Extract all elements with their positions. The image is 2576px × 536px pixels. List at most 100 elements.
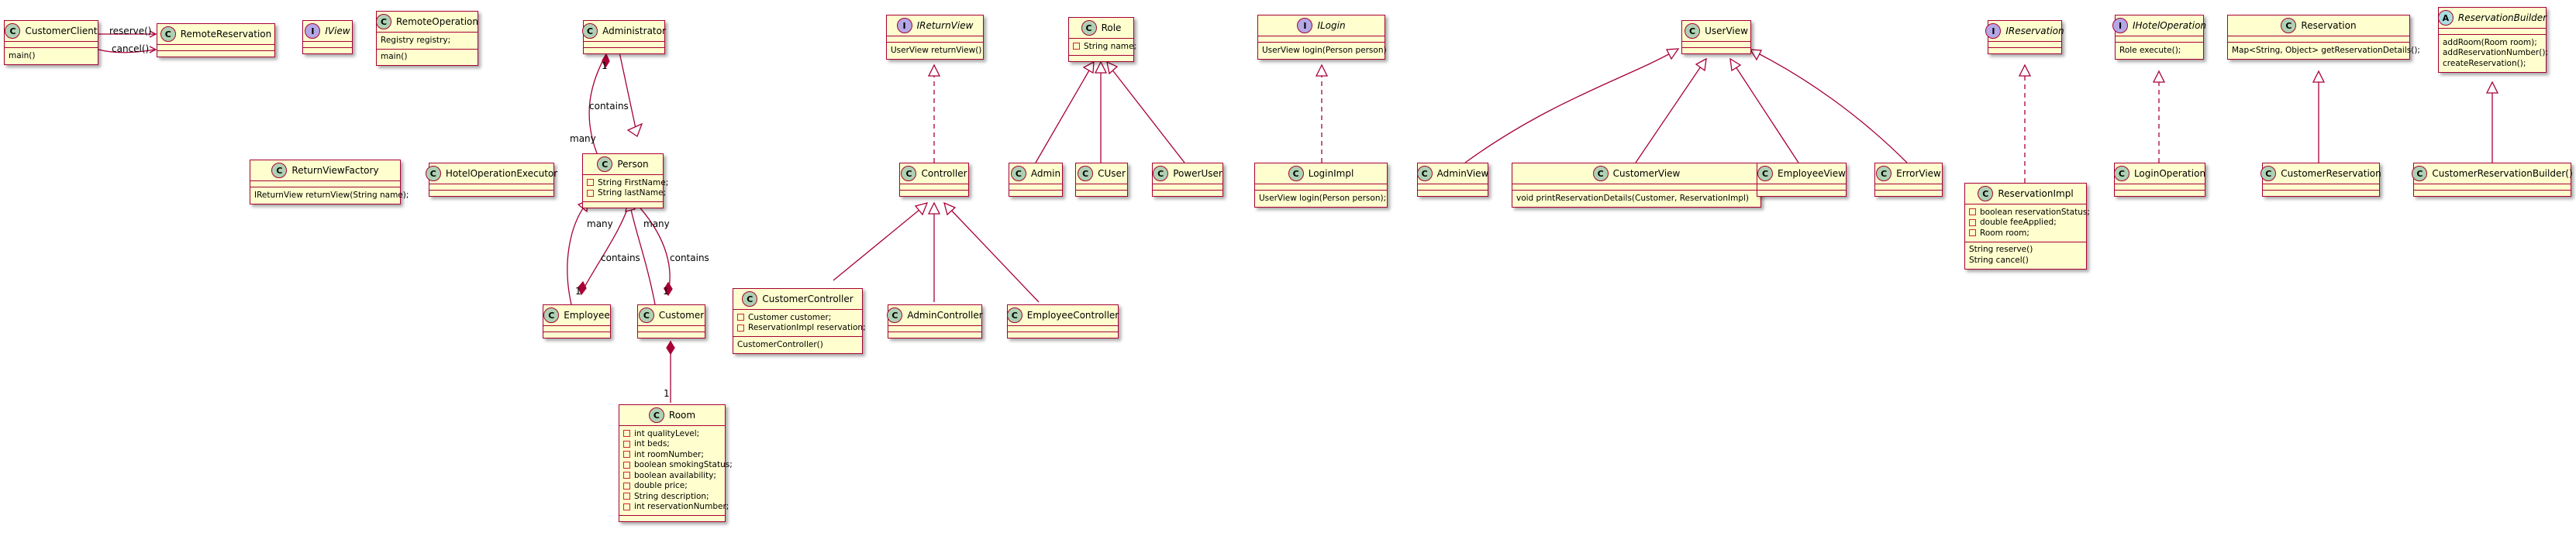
- edge-employee-person-inherit: [567, 202, 588, 305]
- field: String description;: [623, 491, 721, 502]
- class-badge-icon: C: [425, 166, 441, 181]
- fields-compartment: [1512, 184, 1760, 191]
- fields-compartment: [1255, 184, 1387, 191]
- arrow-poweruser-role: [1106, 60, 1119, 75]
- interface-badge-icon: I: [2112, 18, 2128, 33]
- fields-compartment: [157, 45, 274, 51]
- fields-compartment: int qualityLevel; int beds; int roomNumb…: [619, 426, 733, 516]
- fields-compartment: boolean reservationStatus; double feeApp…: [1965, 204, 2090, 242]
- interface-badge-icon: I: [305, 23, 321, 39]
- class-name: Customer: [658, 310, 705, 321]
- methods-compartment: [1076, 191, 1127, 196]
- methods-compartment: [619, 516, 725, 521]
- methods-compartment: CustomerController(): [733, 337, 862, 353]
- methods-compartment: [1153, 191, 1222, 196]
- field: int beds;: [623, 439, 721, 450]
- class-hotel-operation-executor[interactable]: C HotelOperationExecutor: [425, 163, 558, 197]
- field: double price;: [623, 481, 721, 492]
- methods-compartment: [1988, 48, 2061, 53]
- class-name: IHotelOperation: [2132, 20, 2207, 31]
- fields-compartment: [250, 181, 400, 187]
- arrow-controller-ireturnview: [927, 64, 941, 77]
- method: main(): [381, 52, 408, 62]
- class-badge-icon: C: [901, 166, 917, 181]
- method: addRoom(Room room);: [2443, 37, 2537, 47]
- label-many-customer: many: [643, 218, 670, 229]
- method: UserView returnView(): [891, 45, 982, 55]
- class-name: IReservation: [2005, 26, 2064, 36]
- class-badge-icon: C: [1757, 166, 1774, 181]
- arrow-reservationimpl-ireservation: [2018, 64, 2032, 77]
- methods-compartment: [1009, 191, 1062, 196]
- fields-compartment: [1757, 184, 1846, 191]
- fields-compartment: [888, 326, 981, 332]
- methods-compartment: [543, 332, 610, 338]
- class-badge-icon: C: [1078, 166, 1094, 181]
- private-visibility-icon: [1969, 208, 1976, 216]
- private-visibility-icon: [587, 189, 594, 197]
- label-one-customer: 1: [663, 286, 669, 297]
- fields-compartment: String FirstName; String lastName;: [583, 175, 668, 202]
- class-name: EmployeeController: [1026, 310, 1119, 321]
- methods-compartment: [583, 202, 663, 208]
- fields-compartment: Registry registry;: [377, 33, 478, 50]
- field: int roomNumber;: [623, 449, 721, 460]
- edge-cancel: [98, 49, 156, 53]
- label-many-employee: many: [587, 218, 613, 229]
- fields-compartment: Customer customer; ReservationImpl reser…: [733, 310, 866, 337]
- class-name: ILogin: [1317, 20, 1346, 31]
- method: CustomerController(): [737, 339, 823, 349]
- methods-compartment: main(): [377, 50, 478, 66]
- class-name: HotelOperationExecutor: [445, 168, 558, 179]
- label-contains-employee: contains: [601, 253, 640, 263]
- arrow-employeecontroller-controller: [943, 201, 957, 216]
- label-contains-admin: contains: [589, 101, 629, 112]
- methods-compartment: [2115, 191, 2205, 196]
- class-name: IReturnView: [916, 20, 974, 31]
- private-visibility-icon: [623, 440, 630, 448]
- fields-compartment: [543, 326, 610, 332]
